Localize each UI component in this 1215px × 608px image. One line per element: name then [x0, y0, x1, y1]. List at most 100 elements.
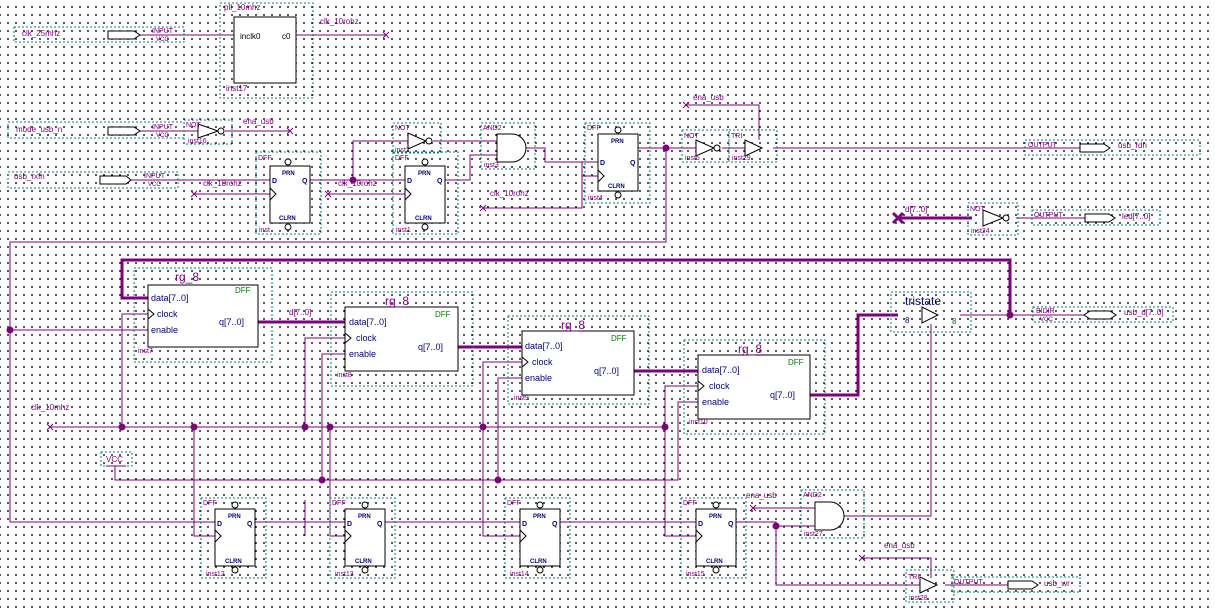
q-label: Q	[630, 160, 636, 167]
output-pin-led[interactable]: OUTPUT led[7..0]	[1031, 209, 1161, 226]
q-label: Q	[302, 178, 308, 185]
dff-inst13[interactable]: DFF PRN D Q CLRN inst13	[329, 497, 396, 579]
pin-label: usb_rxfn	[14, 172, 45, 181]
prn-label: PRN	[358, 514, 371, 520]
not-gate-inst16[interactable]: NOT inst16	[183, 119, 233, 145]
input-pin-rxf[interactable]: usb_rxfn INPUT VCC	[7, 171, 179, 189]
d-label: D	[272, 178, 277, 185]
prn-label: PRN	[228, 514, 241, 520]
dff-inst1[interactable]: DFF PRN D Q CLRN inst1	[392, 151, 459, 235]
tri-buffer-inst29[interactable]: TRI inst29	[728, 129, 778, 163]
bus-no-connect	[891, 211, 905, 225]
block-inst: inst7	[138, 348, 153, 355]
dff-tag: DFF	[683, 500, 697, 507]
pin-kind: BIDIR	[1036, 308, 1055, 315]
rg8-inst9[interactable]: rg_8 DFF data[7..0] clock enable q[7..0]…	[507, 315, 650, 405]
prn-label: PRN	[709, 514, 722, 520]
dff-tag: DFF	[203, 500, 217, 507]
input-pin-clk[interactable]: clk_25mhz INPUT VCC	[13, 26, 185, 43]
dff-tag: DFF	[507, 500, 521, 507]
net-label: clk_10mhz	[31, 403, 69, 412]
block-title: tristate	[905, 294, 941, 308]
wires	[9, 34, 1090, 586]
net-label: clk_10rohz	[320, 17, 359, 26]
prn-label: PRN	[533, 514, 546, 520]
port-enable: enable	[349, 349, 376, 359]
gate-inst: inst5	[685, 155, 700, 162]
tristate-block[interactable]: tristate 8 8	[890, 291, 972, 333]
block-inst: inst10	[689, 419, 708, 426]
clrn-label: CLRN	[225, 559, 242, 565]
rg8-inst7[interactable]: rg_8 DFF data[7..0] clock enable q[7..0]…	[133, 267, 273, 363]
port-q: q[7..0]	[770, 390, 795, 400]
input-pin-mode[interactable]: mode_usb_n INPUT VCC	[7, 121, 185, 139]
rg8-inst10[interactable]: rg_8 DFF data[7..0] clock enable q[7..0]…	[683, 339, 826, 435]
net-label: ena_usb	[243, 117, 274, 126]
dff-tag: DFF	[587, 125, 601, 132]
prn-label: PRN	[282, 171, 295, 177]
dff-inst15[interactable]: DFF PRN D Q CLRN inst15	[680, 497, 747, 579]
pin-vcc: VCC	[148, 182, 161, 188]
dff-inst-label: inst1	[396, 227, 411, 234]
not-gate-inst5[interactable]: NOT inst5	[681, 129, 730, 163]
gate-type: NOT	[684, 133, 700, 140]
gate-inst: inst27	[804, 531, 823, 538]
d-label: D	[217, 521, 222, 528]
dff-inst4[interactable]: DFF PRN D Q CLRN inst4	[584, 122, 651, 204]
pin-label: mode_usb_n	[16, 125, 62, 134]
bus-width-out: 8	[952, 317, 957, 326]
pin-label: usb_rdn	[1118, 141, 1147, 150]
pin-label: usb_wr	[1044, 579, 1070, 588]
port-clock: clock	[532, 357, 553, 367]
vcc-label: VCC	[106, 455, 123, 464]
dff-inst14[interactable]: DFF PRN D Q CLRN inst14	[504, 497, 571, 579]
port-data: data[7..0]	[525, 341, 563, 351]
q-label: Q	[247, 521, 253, 528]
gate-type: NOT	[395, 125, 411, 132]
net-label: ena_usb	[693, 93, 724, 102]
d-label: D	[407, 178, 412, 185]
dff-inst-label: inst12	[206, 571, 225, 578]
d-label: D	[600, 160, 605, 167]
pin-label: usb_d[7..0]	[1124, 308, 1164, 317]
not-gate-inst2[interactable]: NOT inst2	[392, 122, 442, 154]
rg8-inst8[interactable]: rg_8 DFF data[7..0] clock enable q[7..0]…	[330, 291, 474, 387]
net-label: clk_10rohz	[490, 189, 529, 198]
gate-type: AND2	[483, 125, 502, 132]
gate-type: TRI	[731, 133, 742, 140]
net-label: clk_10rohz	[338, 179, 377, 188]
net-label: ena_usb	[746, 491, 777, 500]
gate-inst: inst3	[484, 162, 499, 169]
net-label: clk_10rohz	[203, 179, 242, 188]
pin-vcc: VCC	[1040, 317, 1053, 323]
port-enable: enable	[702, 397, 729, 407]
pll-out: c0	[282, 32, 291, 41]
pll-block[interactable]: pll_10mhz inclk0 c0 inst17	[219, 2, 314, 99]
block-inst: inst8	[337, 372, 352, 379]
pin-vcc: VCC	[156, 37, 169, 43]
gate-inst: inst29	[732, 155, 751, 162]
gate-type: NOT	[970, 206, 986, 213]
pin-label: led[7..0]	[1122, 212, 1150, 221]
dff-inst[interactable]: DFF PRN D Q CLRN inst	[255, 151, 322, 235]
pin-kind: INPUT	[152, 124, 174, 131]
dff-inst12[interactable]: DFF PRN D Q CLRN inst12	[200, 497, 267, 579]
output-pin-wr[interactable]: OUTPUT usb_wr	[951, 576, 1081, 593]
tri-buffer-inst28[interactable]: TRI inst28	[905, 569, 955, 603]
port-enable: enable	[525, 373, 552, 383]
d-label: D	[698, 521, 703, 528]
port-clock: clock	[157, 309, 178, 319]
output-pin-rdn[interactable]: OUTPUT usb_rdn	[1024, 139, 1201, 156]
pll-in: inclk0	[240, 32, 261, 41]
port-clock: clock	[709, 381, 730, 391]
dff-inst-label: inst	[259, 227, 270, 234]
net-label: d[7..0]	[289, 308, 311, 317]
prn-label: PRN	[611, 139, 624, 145]
pin-label: clk_25mhz	[22, 29, 60, 38]
and-gate-inst3[interactable]: AND2 inst3	[480, 122, 536, 170]
junctions	[6, 144, 1014, 530]
clrn-label: CLRN	[608, 184, 625, 190]
bidir-pin-usb-d[interactable]: BIDIR VCC usb_d[7..0]	[1032, 306, 1174, 323]
not-gate-inst24[interactable]: NOT inst24	[967, 202, 1019, 236]
and-gate-inst27[interactable]: AND2 inst27	[800, 489, 865, 539]
